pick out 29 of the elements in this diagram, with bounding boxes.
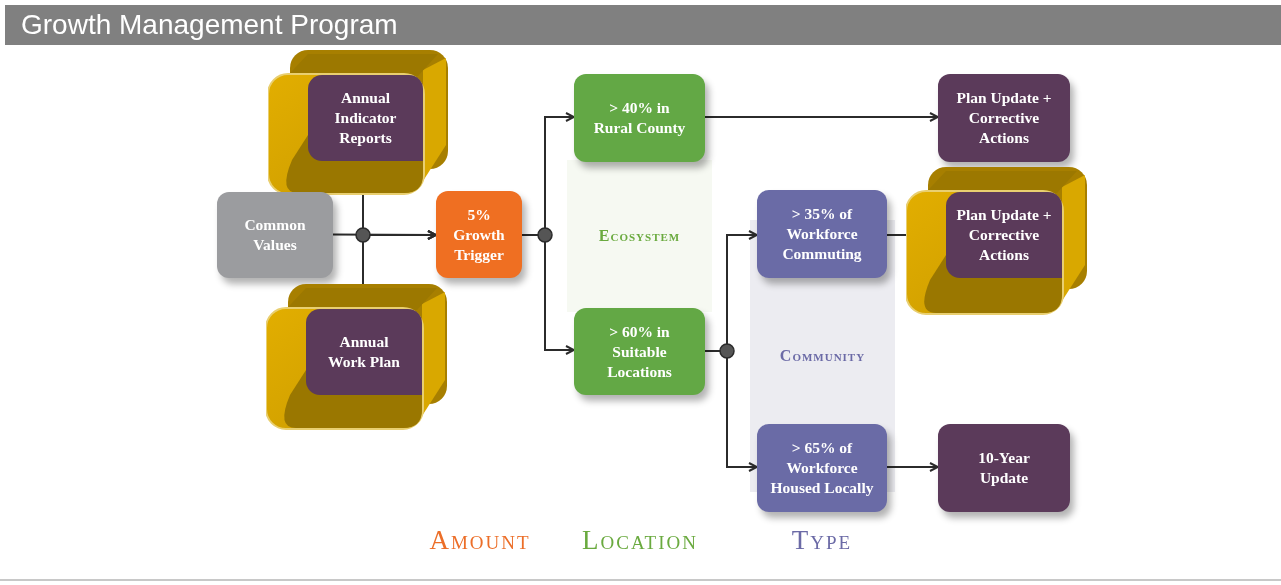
node-label: Common Values [243, 215, 307, 255]
band-label: Community [779, 347, 866, 365]
band-label: Ecosystem [598, 227, 681, 245]
node-label: > 40% in Rural County [592, 98, 687, 138]
process-box [938, 424, 1070, 512]
process-box [217, 192, 333, 278]
process-box [574, 74, 705, 162]
process-box [938, 74, 1070, 162]
column-heading: Location [582, 525, 698, 556]
process-box [436, 191, 522, 278]
column-heading: Type [791, 525, 853, 556]
process-box [757, 424, 887, 512]
node-label: > 35% of Workforce Commuting [781, 204, 863, 264]
column-heading: Amount [429, 525, 531, 556]
node-label: Annual Work Plan [327, 332, 401, 372]
node-label: 5% Growth Trigger [452, 204, 506, 265]
node-label: > 65% of Workforce Housed Locally [769, 438, 875, 498]
node-label: > 60% in Suitable Locations [606, 321, 673, 382]
arrow [362, 230, 437, 285]
arrow [886, 462, 939, 472]
band-panel [567, 160, 712, 312]
node-label: Plan Update + Corrective Actions [955, 205, 1053, 265]
arrow [704, 112, 939, 122]
node-label: Plan Update + Corrective Actions [955, 88, 1053, 148]
node-label: Annual Indicator Reports [333, 88, 398, 148]
node-label: 10-Year Update [977, 448, 1031, 488]
process-box [574, 308, 705, 395]
process-box [757, 190, 887, 278]
title-text: Growth Management Program [21, 9, 398, 41]
